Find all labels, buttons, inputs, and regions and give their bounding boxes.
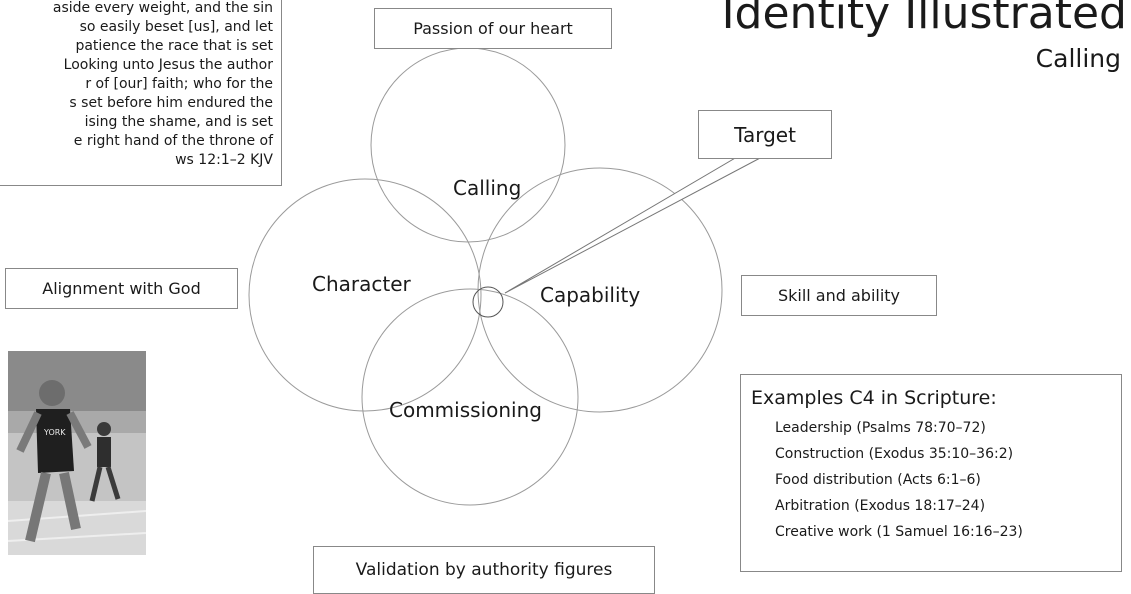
examples-list: Leadership (Psalms 78:70–72) Constructio…	[751, 415, 1111, 545]
verse-line: r of [our] faith; who for the	[85, 76, 273, 92]
alignment-label: Alignment with God	[42, 278, 201, 298]
list-item: Construction (Exodus 35:10–36:2)	[775, 446, 1014, 462]
calling-circle	[370, 47, 566, 243]
alignment-label-box: Alignment with God	[5, 268, 238, 309]
verse-line: e right hand of the throne of	[73, 133, 273, 149]
verse-line: so easily beset [us], and let	[79, 19, 273, 35]
list-item: Creative work (1 Samuel 16:16–23)	[775, 524, 1023, 540]
examples-heading: Examples C4 in Scripture:	[751, 387, 997, 409]
verse-line: ising the shame, and is set	[84, 114, 273, 130]
scripture-verse-box: aside every weight, and the sin so easil…	[0, 0, 282, 186]
jersey-text: YORK	[43, 428, 66, 437]
character-circle-label: Character	[312, 272, 411, 296]
commissioning-circle	[361, 288, 579, 506]
list-item: Arbitration (Exodus 18:17–24)	[775, 498, 986, 514]
skill-label: Skill and ability	[777, 285, 901, 305]
passion-label-box: Passion of our heart	[374, 8, 612, 49]
verse-line: s set before him endured the	[69, 95, 273, 111]
commissioning-circle-label: Commissioning	[389, 398, 542, 422]
list-item: Food distribution (Acts 6:1–6)	[775, 472, 981, 488]
skill-label-box: Skill and ability	[741, 275, 937, 316]
calling-circle-label: Calling	[453, 176, 522, 200]
character-circle	[248, 178, 482, 412]
list-item: Leadership (Psalms 78:70–72)	[775, 420, 986, 436]
target-label-box: Target	[698, 110, 832, 159]
slide-subtitle: Calling	[1035, 44, 1121, 73]
capability-circle-label: Capability	[540, 283, 641, 307]
target-label: Target	[734, 122, 796, 147]
verse-line: ws 12:1–2 KJV	[175, 152, 273, 168]
target-center-circle	[472, 286, 504, 318]
slide-title: Identity Illustrated	[721, 0, 1127, 39]
verse-line: patience the race that is set	[75, 38, 273, 54]
passion-label: Passion of our heart	[413, 18, 573, 38]
capability-circle	[477, 167, 723, 413]
target-callout-pointer	[504, 156, 763, 294]
runner-image: YORK	[8, 351, 146, 555]
examples-box: Examples C4 in Scripture: Leadership (Ps…	[740, 374, 1122, 572]
validation-label-box: Validation by authority figures	[313, 546, 655, 594]
runner-photo: YORK	[8, 351, 146, 555]
verse-line: aside every weight, and the sin	[52, 0, 273, 16]
verse-line: Looking unto Jesus the author	[63, 57, 273, 73]
validation-label: Validation by authority figures	[355, 560, 613, 580]
